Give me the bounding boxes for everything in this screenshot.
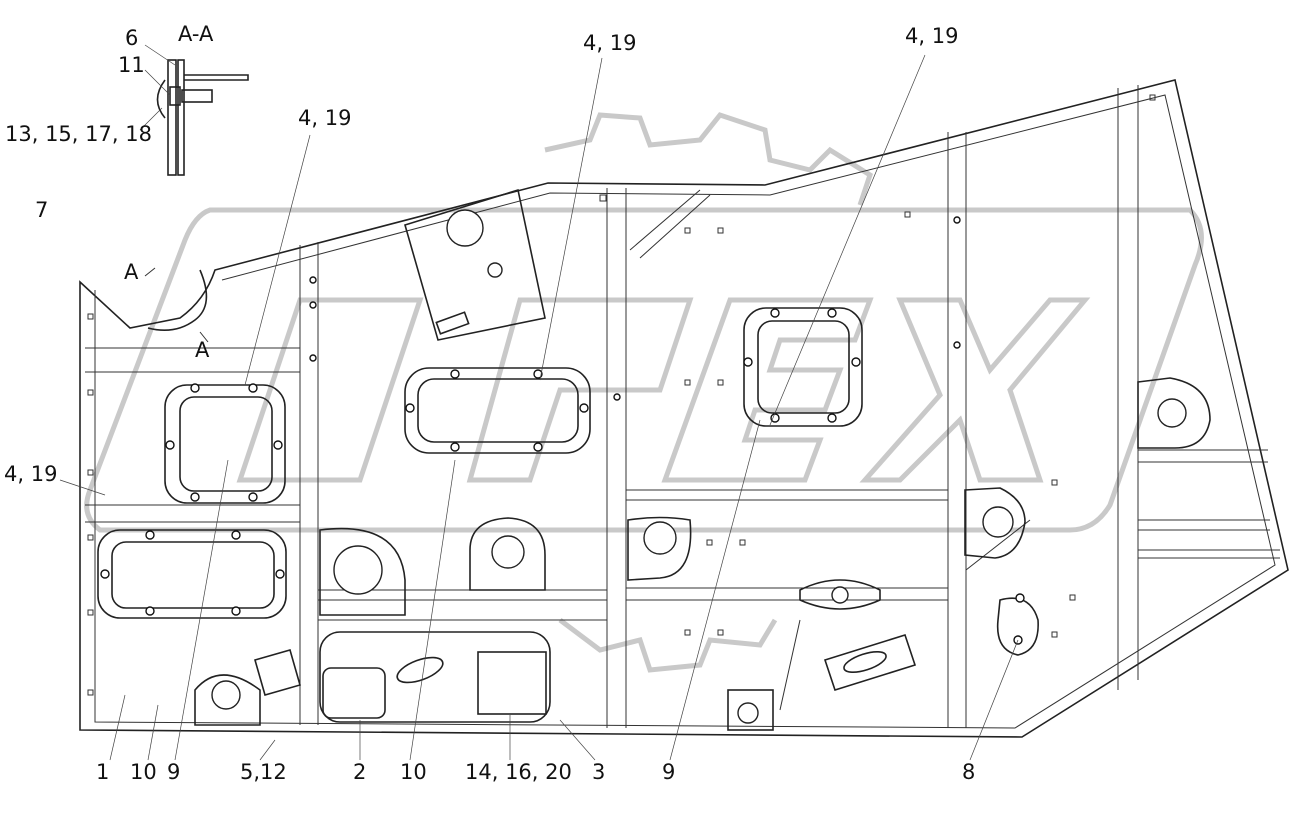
section-mark-lower: A [195,338,210,362]
panel-outline [79,79,1289,738]
callout-7: 7 [35,198,49,222]
hatch-center [404,367,591,454]
callout-9-right: 9 [662,760,676,784]
leader-lines [59,44,1019,761]
callout-2: 2 [353,760,367,784]
callout-10-center: 10 [400,760,427,784]
callout-4-19-top: 4, 19 [583,31,637,55]
section-title: A-A [178,22,214,46]
callout-9-left: 9 [167,760,181,784]
hatch-lower-left [97,529,287,619]
flange-brackets [194,377,1211,731]
callout-11: 11 [118,53,145,77]
section-arrow-icon [144,267,209,343]
bolts [100,216,1025,645]
callout-3: 3 [592,760,606,784]
hatch-upper-left [164,384,286,504]
cutout-arc [147,269,208,331]
callout-4-19-side: 4, 19 [4,462,58,486]
bottom-covers [254,631,917,723]
callout-6: 6 [125,26,139,50]
callout-14-16-20: 14, 16, 20 [465,760,572,784]
callout-10-left: 10 [130,760,157,784]
callout-4-19-right: 4, 19 [905,24,959,48]
callout-1: 1 [96,760,110,784]
callout-5-12: 5,12 [240,760,287,784]
callout-8: 8 [962,760,976,784]
rivets [87,94,1156,696]
section-detail [156,59,249,176]
mounting-plate [404,188,546,341]
watermark-text [84,207,1204,533]
callout-13-15-17-18: 13, 15, 17, 18 [5,122,152,146]
section-mark-upper: A [124,260,139,284]
callout-4-19-left: 4, 19 [298,106,352,130]
hatch-right [743,307,863,427]
